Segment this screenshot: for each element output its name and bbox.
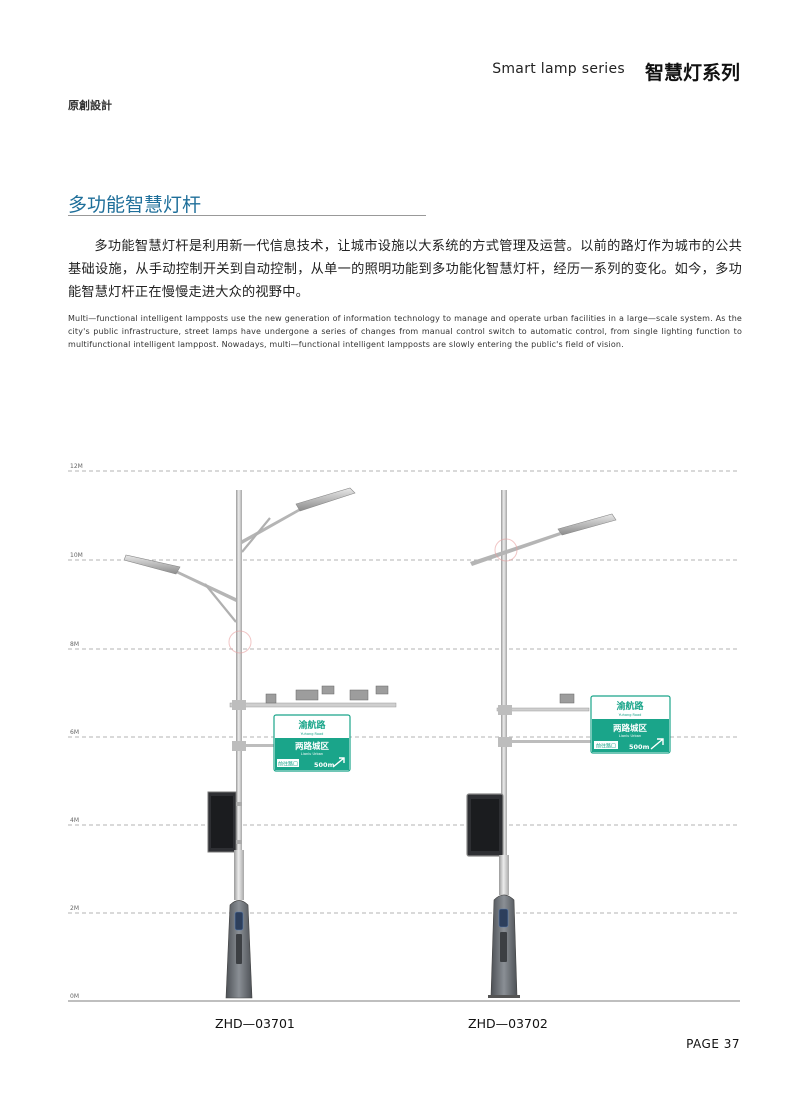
camera-cluster [265,685,389,704]
sign-bottom-pinyin: Lianlu Urban [619,734,641,738]
base-foot [488,995,520,998]
bar-joint [232,700,246,710]
scale-label-12m: 12M [70,463,83,470]
camera-crossbar [496,707,590,712]
sign-top-name: 渝航路 [298,719,326,731]
original-design-label: 原創設計 [68,99,112,112]
section-title: 多功能智慧灯杆 [68,194,202,216]
scale-label-0m: 0M [70,993,79,1000]
camera-crossbar [229,702,397,708]
right-arm [242,508,300,544]
scale-label-8m: 8M [70,641,79,648]
intro-paragraph-cn: 多功能智慧灯杆是利用新一代信息技术，让城市设施以大系统的方式管理及运营。以前的路… [68,239,742,300]
charging-port [234,911,244,931]
model-label-zhd-03702: ZHD—03702 [468,1016,548,1031]
sign-arm [498,740,592,743]
sign-bottom-pinyin: Lianlu Urban [301,752,323,756]
watermark-logo [494,538,518,562]
sign-top-pinyin: Yuhang Road [619,713,642,717]
sign-arm-joint [498,737,512,747]
title-underline [68,215,426,216]
sign-arrow-icon [650,738,664,750]
left-arm-brace [204,583,237,623]
sign-distance: 500m [629,743,650,751]
sign-top-pinyin: Yuhang Road [301,732,324,736]
sign-top-name: 渝航路 [616,700,644,712]
right-arm-brace [241,517,271,553]
model-label-zhd-03701: ZHD—03701 [215,1016,295,1031]
bar-joint [498,705,512,715]
sign-arm [232,744,276,747]
left-lamp-head [123,554,181,575]
camera [559,693,575,704]
led-screen-1 [207,791,242,853]
sign-bottom-name: 两路城区 [613,723,648,734]
road-sign-1: 渝航路 Yuhang Road 两路城区 Lianlu Urban 前往路口 5… [273,714,351,772]
sign-distance: 500m [314,761,335,769]
sign-bottom-name: 两路城区 [295,741,330,752]
series-title-cn: 智慧灯系列 [644,62,740,84]
lamppost-diagram: 12M 10M 8M 6M 4M 2M 0M [68,463,740,1002]
sign-exit-label: 前往路口 [278,761,298,768]
charging-port [498,908,509,928]
sign-arrow-icon [332,757,345,768]
road-sign-2: 渝航路 Yuhang Road 两路城区 Lianlu Urban 前往路口 5… [590,695,671,754]
scale-label-2m: 2M [70,905,79,912]
upper-pole [236,490,242,900]
lamppost-zhd-03701: 渝航路 Yuhang Road 两路城区 Lianlu Urban 前往路口 5… [123,487,397,999]
upper-pole [501,490,507,895]
sign-exit-label: 前往路口 [596,743,616,750]
lower-pole [499,855,509,895]
page-number: PAGE 37 [686,1037,740,1051]
led-screen-2 [466,793,504,857]
service-panel [236,934,242,964]
intro-paragraph-en: Multi—functional intelligent lampposts u… [68,314,742,349]
lower-pole [234,850,244,900]
sign-arm-joint [232,741,246,751]
scale-label-6m: 6M [70,729,79,736]
arm [470,532,561,566]
height-scale: 12M 10M 8M 6M 4M 2M 0M [68,463,740,1002]
watermark-logo [228,630,252,654]
series-title-en: Smart lamp series [492,61,625,77]
scale-label-10m: 10M [70,552,83,559]
lamp-head [557,513,617,536]
scale-label-4m: 4M [70,817,79,824]
service-panel [500,932,507,962]
lamppost-zhd-03702: 渝航路 Yuhang Road 两路城区 Lianlu Urban 前往路口 5… [466,490,671,998]
right-lamp-head [295,487,356,512]
